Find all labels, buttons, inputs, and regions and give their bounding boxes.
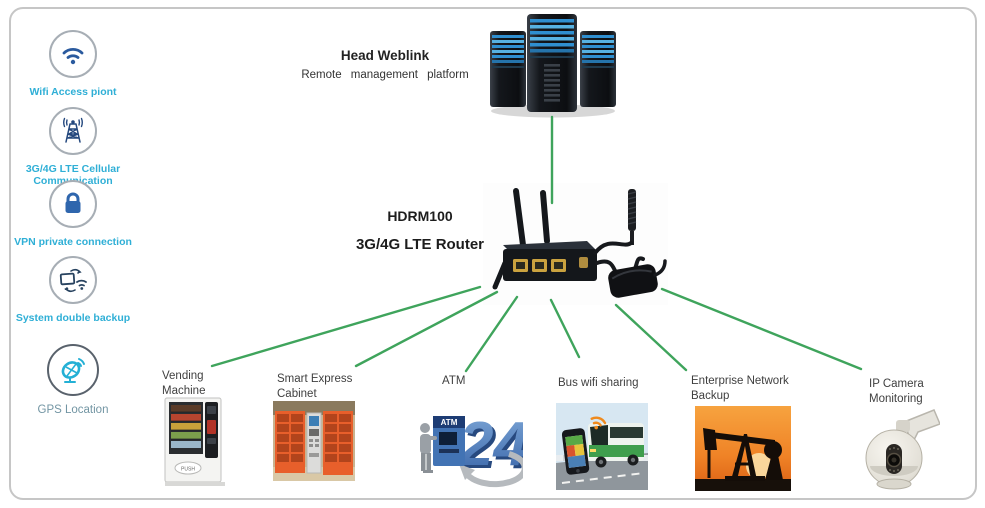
endpoint-label-atm: ATM [442, 375, 466, 387]
vending-push-flap-label: PUSH [181, 467, 195, 473]
atm-24-text: 24 [458, 410, 523, 479]
wifi-icon [49, 30, 97, 78]
smart-express-cabinet-image [273, 401, 355, 481]
head-weblink-block: Head Weblink Remote management platform [285, 48, 485, 81]
endpoint-label-ip-camera-monitoring: IP Camera Monitoring [869, 378, 924, 405]
oil-pump-image [695, 406, 791, 491]
server-towers-image [478, 4, 628, 119]
router-model-label: HDRM100 [387, 208, 453, 224]
vpn-lock-icon [49, 180, 97, 228]
sidebar-item-cellular: 3G/4G LTE Cellular Communication [10, 107, 136, 188]
router-label-block: HDRM100 3G/4G LTE Router [345, 208, 495, 253]
endpoint-label-vending-machine: Vending Machine [162, 370, 206, 397]
sidebar-item-label: VPN private connection [14, 236, 132, 248]
gps-satellite-icon [47, 344, 99, 396]
lte-router-image [483, 183, 668, 305]
atm-image: 24 24 ATM [413, 402, 523, 488]
router-type-label: 3G/4G LTE Router [355, 236, 485, 253]
vending-machine-image: PUSH [162, 396, 226, 490]
head-weblink-title: Head Weblink [340, 48, 430, 63]
bus-wifi-image [556, 403, 648, 490]
endpoint-label-bus-wifi-sharing: Bus wifi sharing [558, 377, 639, 389]
atm-sign-text: ATM [441, 418, 458, 427]
sidebar-item-vpn: VPN private connection [10, 180, 136, 248]
double-backup-icon [49, 256, 97, 304]
sidebar-item-backup: System double backup [10, 256, 136, 324]
sidebar-item-label: System double backup [15, 312, 131, 324]
sidebar-item-label: Wifi Access piont [29, 86, 117, 98]
cellular-tower-icon [49, 107, 97, 155]
sidebar-item-wifi-access: Wifi Access piont [10, 30, 136, 98]
sidebar-item-gps: GPS Location [10, 344, 136, 418]
head-weblink-subtitle: Remote management platform [301, 69, 469, 81]
endpoint-label-smart-express-cabinet: Smart Express Cabinet [277, 373, 353, 400]
ip-camera-image [860, 408, 940, 492]
sidebar-item-label: GPS Location [37, 404, 109, 416]
endpoint-label-enterprise-network-backup: Enterprise Network Backup [691, 375, 789, 402]
